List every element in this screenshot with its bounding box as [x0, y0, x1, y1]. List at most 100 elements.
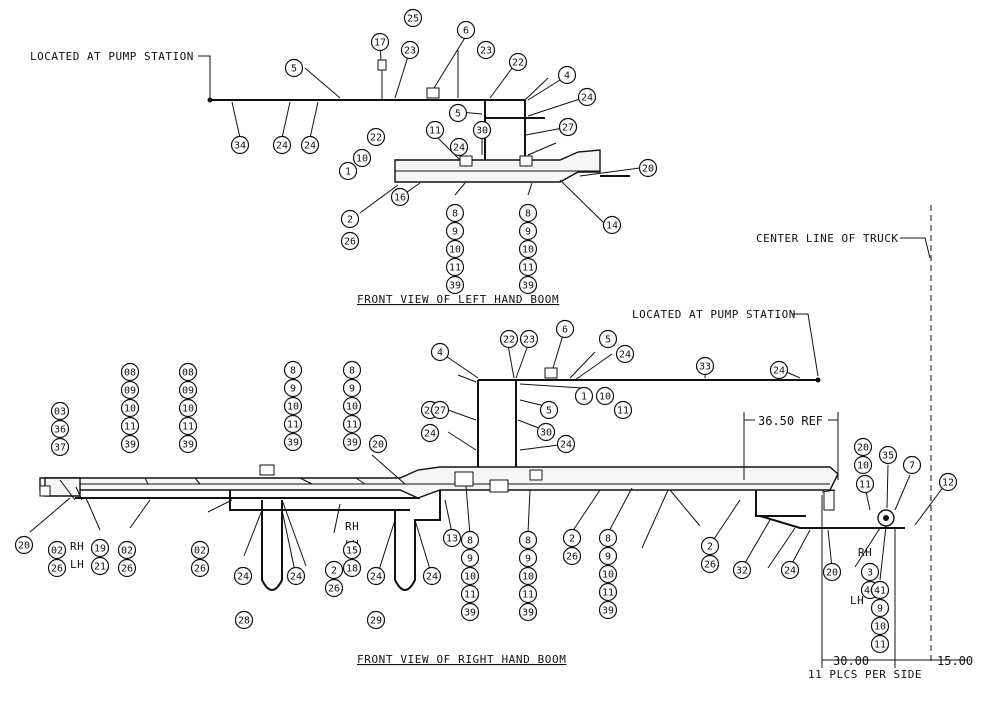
callout-number: 24 — [784, 566, 796, 577]
callout-bubble — [117, 540, 137, 560]
callout-number: 26 — [704, 560, 716, 571]
callout-bubble — [366, 610, 386, 630]
callout-number: 11 — [859, 480, 871, 491]
callout-number: 08 — [182, 368, 194, 379]
callout-number: 20 — [642, 164, 654, 175]
callout-bubble — [342, 378, 362, 398]
callout-bubble — [518, 275, 538, 295]
callout-bubble — [855, 474, 875, 494]
callout-number: 37 — [54, 443, 66, 454]
callout-number: 20 — [826, 568, 838, 579]
callout-bubble — [233, 566, 253, 586]
callout-number: 10 — [449, 245, 461, 256]
callout-bubble — [562, 546, 582, 566]
callout-bubble — [860, 562, 880, 582]
callout-number: 24 — [304, 141, 316, 152]
callout-bubble — [902, 455, 922, 475]
callout-number: 28 — [238, 616, 250, 627]
callout-number: 10 — [522, 572, 534, 583]
callout-bubble — [120, 398, 140, 418]
caption-right-boom: FRONT VIEW OF RIGHT HAND BOOM — [357, 653, 566, 666]
callout-number: 2 — [331, 566, 337, 577]
callout-number: 39 — [182, 440, 194, 451]
callout-bubble — [595, 386, 615, 406]
callout-number: 2 — [569, 534, 575, 545]
center-line-group: CENTER LINE OF TRUCK — [756, 205, 932, 665]
callout-number: 10 — [124, 404, 136, 415]
callout-number: 10 — [464, 572, 476, 583]
callout-bubble — [366, 566, 386, 586]
callout-number: 6 — [463, 26, 469, 37]
callout-bubble — [178, 416, 198, 436]
callout-number: 34 — [234, 141, 246, 152]
callout-number: 24 — [370, 572, 382, 583]
callout-number: 09 — [182, 386, 194, 397]
callout-bubble — [342, 540, 362, 560]
callout-number: 10 — [356, 154, 368, 165]
callout-bubble — [518, 257, 538, 277]
callout-number: 8 — [452, 209, 458, 220]
callout-number: 24 — [619, 350, 631, 361]
callout-bubbles: 2517623232254524342424222427113010241202… — [14, 8, 958, 654]
callout-number: 11 — [522, 263, 534, 274]
callout-bubble — [190, 558, 210, 578]
callout-number: 17 — [374, 38, 386, 49]
callout-bubble — [445, 239, 465, 259]
callout-bubble — [178, 362, 198, 382]
callout-number: 11 — [449, 263, 461, 274]
callout-number: 12 — [942, 478, 954, 489]
callout-bubble — [472, 120, 492, 140]
callout-bubble — [425, 120, 445, 140]
callout-number: 22 — [512, 58, 524, 69]
callout-bubble — [286, 566, 306, 586]
caption-left-boom: FRONT VIEW OF LEFT HAND BOOM — [357, 293, 559, 306]
callout-number: 25 — [407, 14, 419, 25]
callout-bubble — [340, 209, 360, 229]
callout-bubble — [598, 564, 618, 584]
callout-bubble — [518, 221, 538, 241]
callout-number: 19 — [94, 544, 106, 555]
callout-number: 24 — [290, 572, 302, 583]
rh-label: RH — [858, 546, 872, 559]
callout-bubble — [562, 528, 582, 548]
center-line-label: CENTER LINE OF TRUCK — [756, 232, 898, 245]
callout-number: 9 — [605, 552, 611, 563]
callout-bubble — [557, 65, 577, 85]
callout-bubble — [870, 580, 890, 600]
callout-number: 24 — [453, 143, 465, 154]
callout-bubble — [324, 560, 344, 580]
lh-label: LH — [70, 558, 84, 571]
callout-bubble — [602, 215, 622, 235]
callout-bubble — [283, 396, 303, 416]
callout-bubble — [370, 32, 390, 52]
callout-number: 26 — [328, 584, 340, 595]
callout-bubble — [178, 380, 198, 400]
dim-30-label: 30.00 — [833, 654, 869, 668]
plcs-label: 11 PLCS PER SIDE — [808, 668, 922, 681]
callout-number: 10 — [346, 402, 358, 413]
callout-number: 23 — [480, 46, 492, 57]
callout-bubble — [556, 434, 576, 454]
callout-bubble — [342, 558, 362, 578]
callout-bubble — [460, 566, 480, 586]
callout-number: 10 — [522, 245, 534, 256]
callout-bubble — [476, 40, 496, 60]
rh-label: RH — [70, 540, 84, 553]
callout-bubble — [283, 360, 303, 380]
callout-number: 8 — [525, 209, 531, 220]
callout-bubble — [120, 380, 140, 400]
callout-bubble — [50, 437, 70, 457]
callout-bubble — [366, 127, 386, 147]
callout-bubble — [769, 360, 789, 380]
callout-bubble — [47, 540, 67, 560]
callout-bubble — [539, 400, 559, 420]
callout-bubble — [400, 40, 420, 60]
callout-bubble — [518, 548, 538, 568]
callout-number: 24 — [426, 572, 438, 583]
callout-bubble — [460, 602, 480, 622]
callout-number: 26 — [121, 564, 133, 575]
callout-bubble — [456, 20, 476, 40]
callout-bubble — [445, 203, 465, 223]
callout-bubble — [120, 416, 140, 436]
callout-number: 11 — [182, 422, 194, 433]
